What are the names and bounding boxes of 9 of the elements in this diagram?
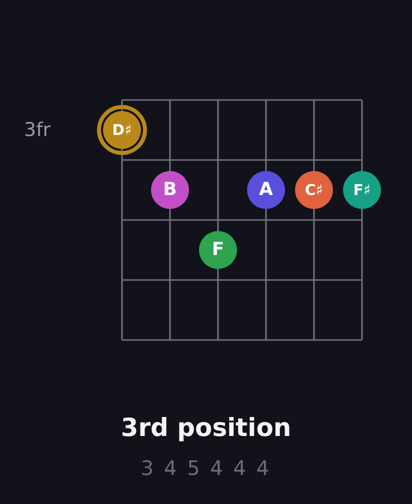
- note-dot: A: [247, 171, 285, 209]
- note-dot: F: [199, 231, 237, 269]
- note-dot: C♯: [295, 171, 333, 209]
- fret-numbers: 3 4 5 4 4 4: [140, 456, 272, 480]
- root-note-dot: D♯: [97, 105, 147, 155]
- fret-number: 3fr: [24, 118, 51, 142]
- chord-title: 3rd position: [120, 413, 292, 442]
- note-dot: B: [151, 171, 189, 209]
- note-dot: F♯: [343, 171, 381, 209]
